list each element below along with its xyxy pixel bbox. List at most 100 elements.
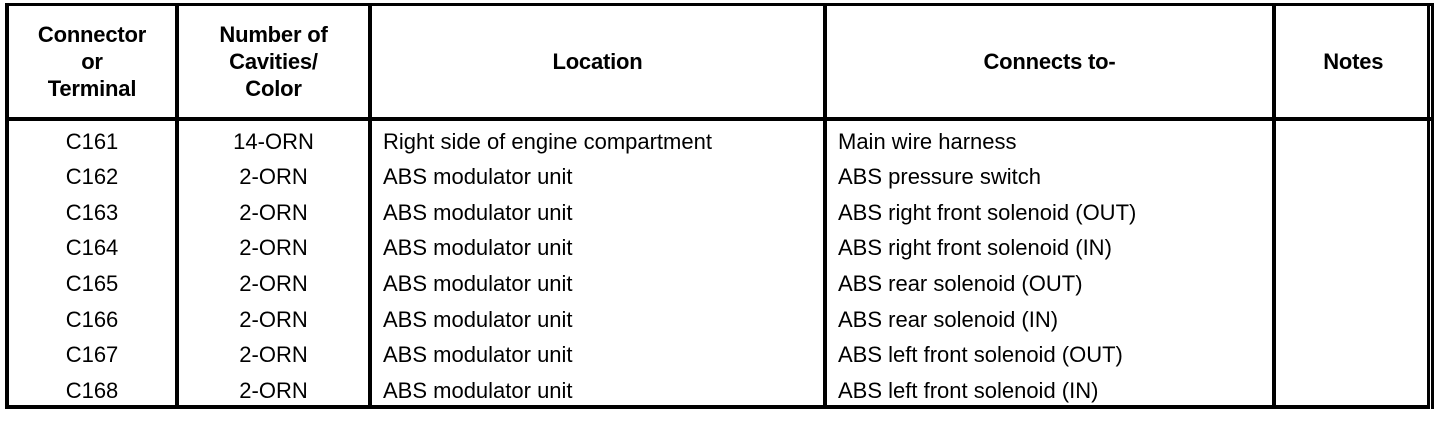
column-header-line: Color: [245, 76, 302, 101]
cell-text: ABS left front solenoid (IN): [838, 377, 1099, 403]
cell-text: C165: [65, 271, 119, 297]
cell-connector: C166: [5, 302, 179, 338]
cell-notes: [1274, 230, 1434, 267]
cell-connector: C167: [5, 337, 179, 374]
cell-text: C164: [65, 235, 119, 261]
cell-text: 2-ORN: [239, 342, 308, 368]
table-header: Connector or Terminal Number of Cavities…: [5, 4, 1434, 121]
cell-notes: [1274, 159, 1434, 196]
cell-notes: [1274, 195, 1434, 231]
cell-connects_to: ABS left front solenoid (IN): [825, 373, 1276, 409]
column-header-notes: Notes: [1274, 4, 1434, 121]
table-row: C161 14-ORN Right side of engine compartme…: [5, 119, 1434, 160]
cell-connector: C161: [5, 119, 179, 160]
cell-location: Right side of engine compartment: [370, 119, 827, 160]
cell-text: C167: [65, 342, 119, 368]
cell-text: ABS left front solenoid (OUT): [838, 342, 1123, 368]
cell-text: 2-ORN: [239, 306, 308, 332]
cell-text: ABS rear solenoid (OUT): [838, 271, 1083, 297]
table-row: C167 2-ORN ABS modulator unit ABS left fron…: [5, 337, 1434, 374]
cell-cavities: 2-ORN: [177, 195, 372, 231]
cell-notes: [1274, 373, 1434, 409]
cell-cavities: 2-ORN: [177, 337, 372, 374]
cell-cavities: 2-ORN: [177, 230, 372, 267]
cell-text: ABS modulator unit: [383, 342, 573, 368]
cell-connects_to: Main wire harness: [825, 119, 1276, 160]
cell-notes: [1274, 119, 1434, 160]
cell-text: 2-ORN: [239, 199, 308, 225]
cell-text: 2-ORN: [239, 164, 308, 190]
cell-text: ABS modulator unit: [383, 271, 573, 297]
table-row: C166 2-ORN ABS modulator unit ABS rear sole…: [5, 302, 1434, 338]
cell-text: C166: [65, 306, 119, 332]
cell-text: Right side of engine compartment: [383, 128, 712, 154]
cell-cavities: 2-ORN: [177, 266, 372, 303]
table-top-border: [5, 3, 1430, 6]
cell-cavities: 2-ORN: [177, 302, 372, 338]
column-header-connects-to: Connects to-: [825, 4, 1276, 121]
cell-text: C163: [65, 199, 119, 225]
cell-text: C162: [65, 164, 119, 190]
cell-text: ABS modulator unit: [383, 164, 573, 190]
cell-text: 14-ORN: [233, 128, 314, 154]
table-row: C162 2-ORN ABS modulator unit ABS pressure …: [5, 159, 1434, 196]
table-header-row: Connector or Terminal Number of Cavities…: [5, 4, 1434, 121]
cell-cavities: 2-ORN: [177, 159, 372, 196]
column-header-line: Notes: [1323, 49, 1384, 74]
table-right-border: [1427, 3, 1430, 409]
cell-text: ABS modulator unit: [383, 377, 573, 403]
cell-text: ABS rear solenoid (IN): [838, 306, 1059, 332]
table-bottom-border: [5, 405, 1430, 409]
cell-text: Main wire harness: [838, 128, 1017, 154]
cell-connector: C163: [5, 195, 179, 231]
cell-cavities: 14-ORN: [177, 119, 372, 160]
cell-notes: [1274, 302, 1434, 338]
table-left-border: [5, 3, 9, 409]
cell-connects_to: ABS pressure switch: [825, 159, 1276, 196]
table-row: C165 2-ORN ABS modulator unit ABS rear sole…: [5, 266, 1434, 303]
column-header-line: Terminal: [47, 76, 137, 101]
table-row: C164 2-ORN ABS modulator unit ABS right fro…: [5, 230, 1434, 267]
cell-cavities: 2-ORN: [177, 373, 372, 409]
cell-location: ABS modulator unit: [370, 373, 827, 409]
cell-text: ABS right front solenoid (IN): [838, 235, 1112, 261]
cell-text: 2-ORN: [239, 377, 308, 403]
column-header-line: or: [81, 49, 103, 74]
table-row: C168 2-ORN ABS modulator unit ABS left fron…: [5, 373, 1434, 409]
column-header-number-of-cavities-color: Number of Cavities/ Color: [177, 4, 372, 121]
column-header-location: Location: [370, 4, 827, 121]
connector-reference-table: Connector or Terminal Number of Cavities…: [5, 3, 1434, 409]
cell-connects_to: ABS rear solenoid (IN): [825, 302, 1276, 338]
cell-text: C168: [65, 377, 119, 403]
cell-connects_to: ABS right front solenoid (OUT): [825, 195, 1276, 231]
cell-text: ABS modulator unit: [383, 199, 573, 225]
cell-text: C161: [65, 128, 119, 154]
table-row: C163 2-ORN ABS modulator unit ABS right fro…: [5, 195, 1434, 231]
cell-notes: [1274, 266, 1434, 303]
column-header-line: Connects to-: [983, 49, 1116, 74]
cell-location: ABS modulator unit: [370, 266, 827, 303]
cell-notes: [1274, 337, 1434, 374]
cell-location: ABS modulator unit: [370, 302, 827, 338]
cell-connects_to: ABS rear solenoid (OUT): [825, 266, 1276, 303]
column-header-line: Connector: [37, 22, 147, 47]
cell-text: 2-ORN: [239, 235, 308, 261]
cell-connector: C165: [5, 266, 179, 303]
column-header-connector-or-terminal: Connector or Terminal: [5, 4, 179, 121]
cell-connects_to: ABS right front solenoid (IN): [825, 230, 1276, 267]
cell-connector: C164: [5, 230, 179, 267]
cell-location: ABS modulator unit: [370, 230, 827, 267]
cell-text: ABS pressure switch: [838, 164, 1041, 190]
column-header-line: Location: [552, 49, 643, 74]
cell-location: ABS modulator unit: [370, 337, 827, 374]
cell-connects_to: ABS left front solenoid (OUT): [825, 337, 1276, 374]
cell-location: ABS modulator unit: [370, 159, 827, 196]
column-header-line: Number of: [219, 22, 328, 47]
cell-text: ABS modulator unit: [383, 235, 573, 261]
cell-connector: C168: [5, 373, 179, 409]
cell-connector: C162: [5, 159, 179, 196]
cell-text: ABS modulator unit: [383, 306, 573, 332]
table-body: C161 14-ORN Right side of engine compartme…: [5, 119, 1434, 409]
cell-text: 2-ORN: [239, 271, 308, 297]
